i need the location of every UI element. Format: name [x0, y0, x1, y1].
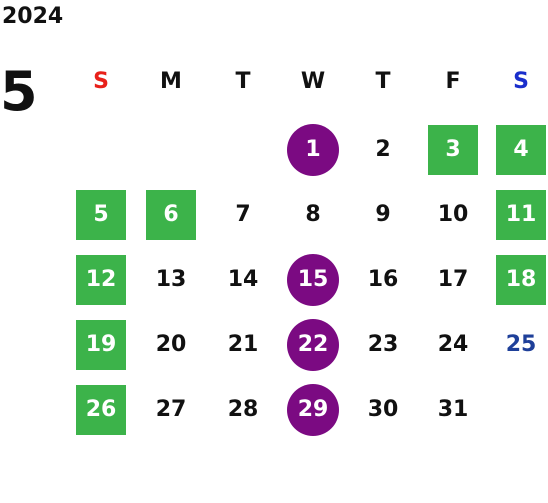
day-22[interactable]: 22	[287, 319, 339, 371]
day-9[interactable]: 9	[375, 202, 391, 227]
day-31[interactable]: 31	[437, 397, 469, 422]
day-4[interactable]: 4	[496, 125, 546, 175]
day-8[interactable]: 8	[305, 202, 321, 227]
day-19[interactable]: 19	[76, 320, 126, 370]
weekday-5: F	[445, 69, 461, 94]
day-10[interactable]: 10	[437, 202, 469, 227]
day-26[interactable]: 26	[76, 385, 126, 435]
day-5[interactable]: 5	[76, 190, 126, 240]
day-18[interactable]: 18	[496, 255, 546, 305]
day-7[interactable]: 7	[235, 202, 251, 227]
day-12[interactable]: 12	[76, 255, 126, 305]
weekday-6: S	[513, 69, 529, 94]
day-21[interactable]: 21	[227, 332, 259, 357]
day-14[interactable]: 14	[227, 267, 259, 292]
weekday-1: M	[160, 69, 182, 94]
weekday-0: S	[93, 69, 109, 94]
month-label: 5	[0, 60, 38, 123]
day-28[interactable]: 28	[227, 397, 259, 422]
day-27[interactable]: 27	[155, 397, 187, 422]
day-13[interactable]: 13	[155, 267, 187, 292]
day-30[interactable]: 30	[367, 397, 399, 422]
day-23[interactable]: 23	[367, 332, 399, 357]
weekday-3: W	[300, 69, 326, 94]
day-20[interactable]: 20	[155, 332, 187, 357]
weekday-4: T	[375, 69, 391, 94]
day-29[interactable]: 29	[287, 384, 339, 436]
year-label: 2024	[2, 4, 64, 29]
day-1[interactable]: 1	[287, 124, 339, 176]
day-6[interactable]: 6	[146, 190, 196, 240]
day-24[interactable]: 24	[437, 332, 469, 357]
day-3[interactable]: 3	[428, 125, 478, 175]
weekday-2: T	[235, 69, 251, 94]
day-2[interactable]: 2	[375, 137, 391, 162]
day-15[interactable]: 15	[287, 254, 339, 306]
day-11[interactable]: 11	[496, 190, 546, 240]
day-16[interactable]: 16	[367, 267, 399, 292]
day-17[interactable]: 17	[437, 267, 469, 292]
day-25[interactable]: 25	[505, 332, 537, 357]
